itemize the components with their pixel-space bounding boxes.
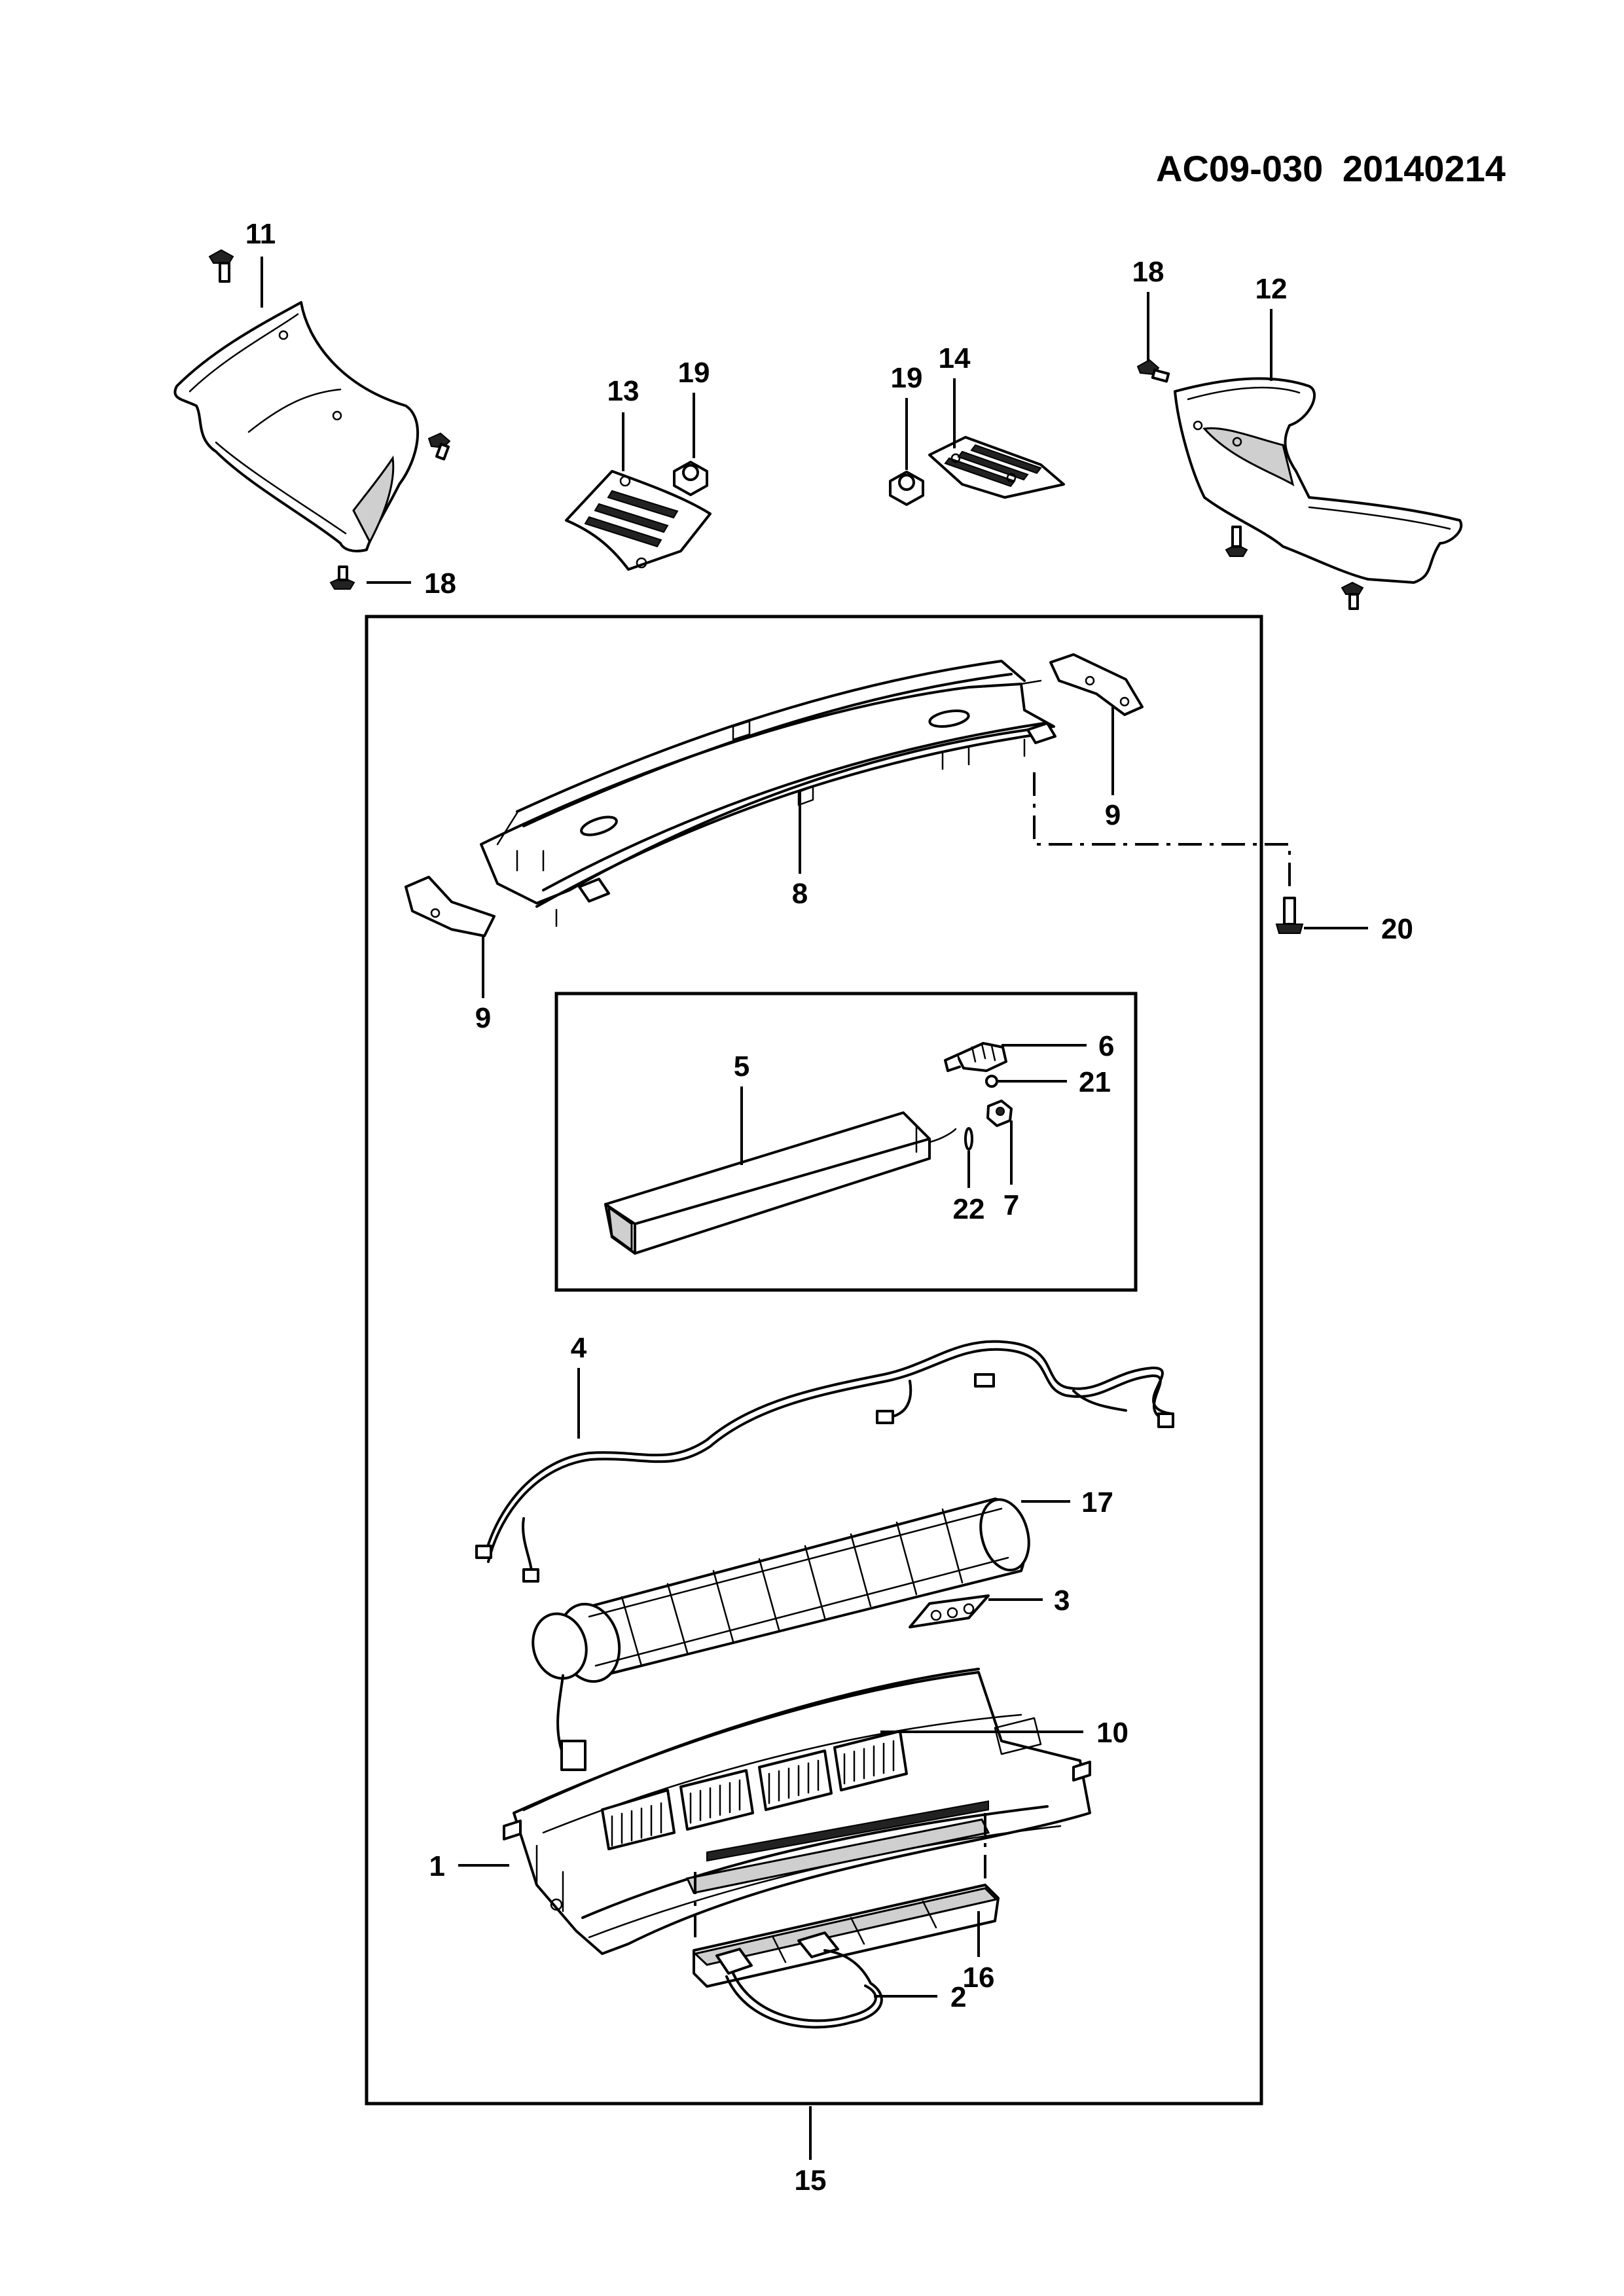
- callout-14: 14: [939, 342, 971, 374]
- callout-21: 21: [1079, 1066, 1111, 1098]
- callout-labels: 11 18 13 19 19 14 18 12 9 8 20 9 5 6 21 …: [245, 218, 1413, 2197]
- part-9-bracket-left: [405, 876, 496, 937]
- callout-15: 15: [795, 2164, 827, 2197]
- part-12-right-cover: [1174, 377, 1463, 584]
- part-5-heater-bar: [604, 1111, 957, 1255]
- callout-19-right: 19: [891, 362, 923, 394]
- part-17-blower-fan: [532, 1498, 1030, 1771]
- callout-18-right: 18: [1132, 256, 1164, 288]
- part-9-bracket-right: [1049, 653, 1144, 716]
- part-1-housing: [503, 1668, 1091, 1955]
- screw-icon: [1341, 581, 1364, 610]
- callout-6: 6: [1098, 1030, 1114, 1062]
- part-10-grilles: [601, 1730, 908, 1850]
- callout-8: 8: [792, 878, 808, 910]
- part-22-clip: [964, 1127, 973, 1151]
- callout-1: 1: [429, 1850, 445, 1882]
- screw-icon: [1136, 359, 1170, 383]
- part-2-connector-cable: [715, 1931, 883, 2029]
- callout-2: 2: [950, 1981, 966, 2013]
- screw-icon: [1225, 526, 1248, 557]
- callout-4: 4: [571, 1332, 587, 1364]
- part-4-wire-harness: [475, 1340, 1174, 1583]
- part-21-washer: [985, 1075, 998, 1088]
- part-20-screw: [1275, 897, 1304, 934]
- part-19-nut: [673, 461, 708, 496]
- callout-22: 22: [953, 1193, 985, 1225]
- callout-19-left: 19: [678, 357, 710, 389]
- alignment-line: [694, 1813, 986, 1937]
- callout-20: 20: [1381, 913, 1413, 945]
- callout-18-left: 18: [424, 567, 456, 600]
- sub-assembly-frame: [554, 992, 1138, 1292]
- screw-icon: [329, 565, 355, 590]
- callout-13: 13: [607, 375, 640, 407]
- part-11-left-cover: [173, 301, 420, 552]
- callout-3: 3: [1054, 1585, 1070, 1617]
- callout-17: 17: [1081, 1486, 1113, 1518]
- callout-11: 11: [245, 218, 276, 250]
- leader-lines: [261, 257, 1368, 2160]
- assembly-15-frame: [365, 615, 1263, 2106]
- callout-9-right: 9: [1105, 799, 1121, 831]
- document-code: AC09-030 20140214: [1156, 148, 1506, 189]
- screw-icon: [427, 432, 451, 461]
- part-6-fitting: [944, 1042, 1007, 1072]
- callout-16: 16: [963, 1962, 995, 1994]
- part-16-louver: [693, 1800, 1000, 1988]
- part-14-bracket: [928, 436, 1065, 499]
- callout-5: 5: [734, 1050, 749, 1083]
- callout-7: 7: [1003, 1189, 1019, 1221]
- part-3-plate: [909, 1594, 990, 1628]
- part-7-sensor: [986, 1100, 1013, 1127]
- callout-10: 10: [1096, 1717, 1128, 1749]
- screw-icon: [208, 249, 234, 283]
- part-13-bracket: [565, 470, 712, 571]
- part-19-nut: [889, 471, 924, 506]
- callout-12: 12: [1255, 273, 1288, 305]
- part-8-top-rail: [480, 660, 1056, 927]
- connection-line: [1033, 772, 1291, 890]
- callout-9-left: 9: [475, 1002, 491, 1034]
